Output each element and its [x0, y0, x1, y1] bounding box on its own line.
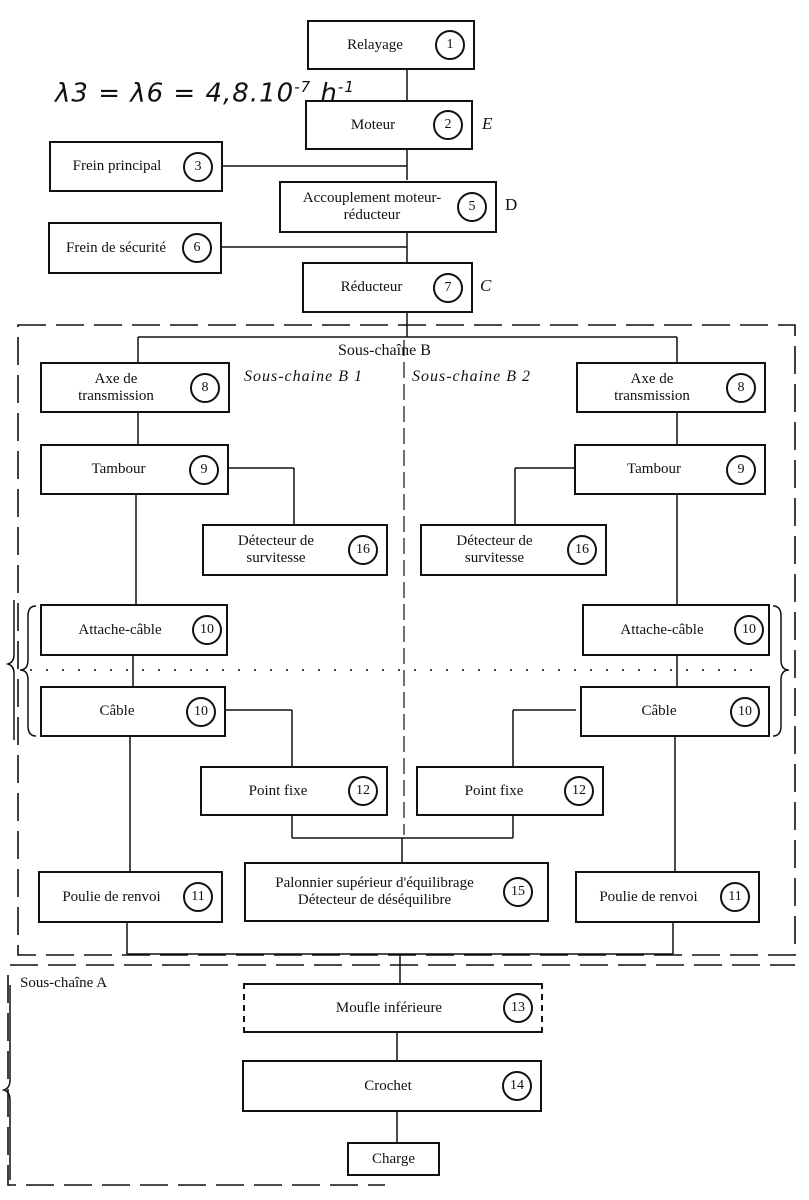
block-relayage[interactable]: Relayage 1	[307, 20, 475, 70]
block-number: 6	[182, 233, 212, 263]
block-charge[interactable]: Charge	[347, 1142, 440, 1176]
block-poulie-b2[interactable]: Poulie de renvoi 11	[575, 871, 760, 923]
block-number: 9	[726, 454, 756, 485]
block-label: Frein principal	[72, 158, 162, 174]
block-crochet[interactable]: Crochet 14	[242, 1060, 542, 1112]
block-cable-b1[interactable]: Câble 10	[40, 686, 226, 737]
block-number: 12	[564, 776, 594, 806]
block-detecteur-b2[interactable]: Détecteur de survitesse 16	[420, 524, 607, 576]
block-label: Attache-câble	[620, 621, 704, 638]
block-number: 7	[433, 272, 463, 303]
block-number: 1	[435, 30, 465, 60]
handwritten-failure-rate: λ3 = λ6 = 4,8.10-7 h-1	[55, 78, 355, 109]
block-axe-b1[interactable]: Axe de transmission 8	[40, 362, 230, 413]
block-label: Poulie de renvoi	[599, 888, 698, 905]
block-number: 5	[457, 192, 487, 222]
block-label: Câble	[641, 703, 677, 719]
tag-c: C	[480, 276, 492, 295]
block-number: 10	[730, 696, 760, 727]
block-label: Axe de transmission	[614, 370, 690, 404]
block-number: 10	[186, 696, 216, 727]
block-attache-b1[interactable]: Attache-câble 10	[40, 604, 228, 656]
block-label: Détecteur de survitesse	[237, 533, 315, 566]
block-label: Point fixe	[464, 782, 524, 799]
block-number: 16	[348, 535, 378, 565]
block-number: 13	[503, 993, 533, 1023]
brace-left	[19, 605, 37, 737]
block-frein-principal[interactable]: Frein principal 3	[49, 141, 223, 192]
block-number: 9	[189, 454, 219, 485]
block-label: Charge	[371, 1150, 416, 1167]
block-point-fixe-b1[interactable]: Point fixe 12	[200, 766, 388, 816]
block-label: Accouplement moteur-réducteur	[302, 190, 442, 223]
block-poulie-b1[interactable]: Poulie de renvoi 11	[38, 871, 223, 923]
tag-d: D	[505, 195, 518, 214]
block-label: Câble	[99, 703, 135, 719]
block-number: 15	[503, 877, 533, 907]
block-number: 14	[502, 1071, 532, 1101]
block-label: Attache-câble	[78, 621, 162, 638]
block-number: 12	[348, 776, 378, 806]
block-number: 10	[192, 615, 222, 645]
block-number: 3	[183, 151, 213, 182]
block-label: Point fixe	[248, 782, 308, 799]
block-point-fixe-b2[interactable]: Point fixe 12	[416, 766, 604, 816]
block-label: Axe de transmission	[78, 370, 154, 404]
brace-subchain-a	[1, 985, 11, 1180]
subchain-b-title: Sous-chaîne B	[338, 342, 431, 359]
block-cable-b2[interactable]: Câble 10	[580, 686, 770, 737]
block-tambour-b2[interactable]: Tambour 9	[574, 444, 766, 495]
block-label: Palonnier supérieur d'équilibrage Détect…	[275, 875, 474, 908]
block-moteur[interactable]: Moteur 2	[305, 100, 473, 150]
subchain-b2-title: Sous-chaine B 2	[412, 368, 531, 385]
block-number: 8	[726, 372, 756, 403]
block-number: 10	[734, 615, 764, 645]
block-palonnier[interactable]: Palonnier supérieur d'équilibrage Détect…	[244, 862, 549, 922]
subchain-b-frame	[17, 324, 796, 956]
subchain-a-title: Sous-chaîne A	[20, 975, 108, 991]
block-tambour-b1[interactable]: Tambour 9	[40, 444, 229, 495]
block-reducteur[interactable]: Réducteur 7	[302, 262, 473, 313]
block-number: 16	[567, 535, 597, 565]
block-label: Réducteur	[340, 279, 403, 295]
block-label: Détecteur de survitesse	[456, 533, 533, 566]
block-number: 11	[720, 882, 750, 912]
block-label: Tambour	[91, 461, 146, 477]
block-detecteur-b1[interactable]: Détecteur de survitesse 16	[202, 524, 388, 576]
block-attache-b2[interactable]: Attache-câble 10	[582, 604, 770, 656]
brace-outer-left	[5, 600, 15, 740]
block-number: 8	[190, 372, 220, 403]
block-label: Crochet	[364, 1077, 412, 1094]
block-frein-securite[interactable]: Frein de sécurité 6	[48, 222, 222, 274]
brace-right	[772, 605, 790, 737]
block-label: Relayage	[347, 36, 403, 53]
block-accouplement[interactable]: Accouplement moteur-réducteur 5	[279, 181, 497, 233]
subchain-b1-title: Sous-chaine B 1	[244, 368, 363, 385]
block-axe-b2[interactable]: Axe de transmission 8	[576, 362, 766, 413]
subchain-a-frame	[7, 975, 385, 1186]
tag-e: E	[482, 114, 493, 133]
block-moufle[interactable]: Moufle inférieure 13	[243, 983, 543, 1033]
block-label: Poulie de renvoi	[62, 888, 161, 905]
block-number: 11	[183, 882, 213, 912]
block-label: Moufle inférieure	[335, 999, 443, 1016]
block-label: Frein de sécurité	[66, 239, 166, 256]
block-label: Moteur	[350, 116, 396, 133]
block-number: 2	[433, 110, 463, 140]
block-label: Tambour	[627, 461, 681, 477]
